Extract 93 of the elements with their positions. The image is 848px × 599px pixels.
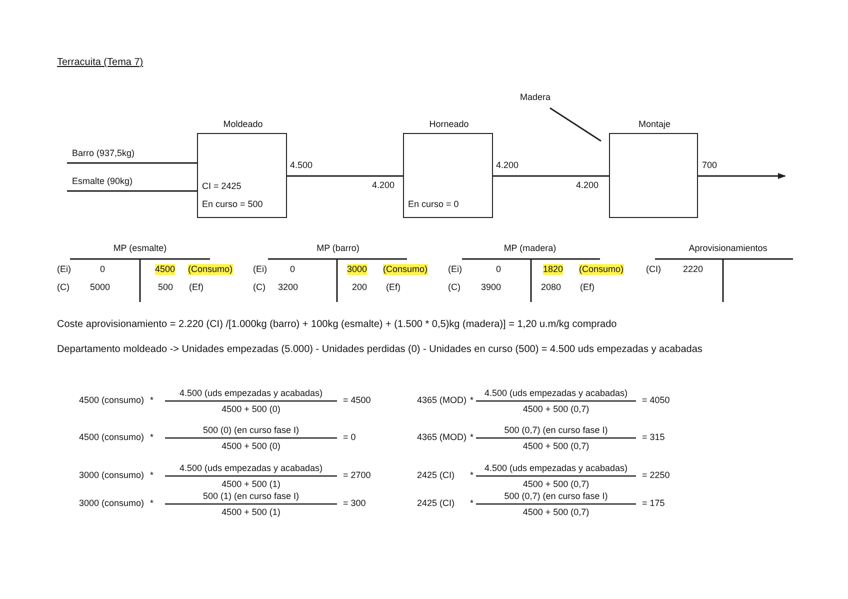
account-title: MP (esmalte) bbox=[112, 243, 168, 254]
note-text: Coste aprovisionamiento = 2.220 (CI) /[1.000kg (barro) + 100kg (esmalte) + (1.500 * 0,5)kg (madera)] = 1,20 u.m/kg comprado bbox=[57, 319, 617, 330]
account-entry: (Consumo) bbox=[579, 264, 624, 275]
edge-label: 700 bbox=[702, 160, 718, 171]
multiply-sign: * bbox=[470, 498, 474, 509]
box-heading: Montaje bbox=[637, 119, 672, 130]
formula-term: 3000 (consumo) bbox=[79, 470, 144, 481]
account-entry: (Ef) bbox=[580, 282, 594, 293]
connector-line bbox=[550, 107, 602, 142]
account-entry: 200 bbox=[352, 282, 368, 293]
formula-result: = 4500 bbox=[343, 395, 371, 406]
formula-result: = 0 bbox=[343, 432, 356, 443]
account-entry: 0 bbox=[496, 264, 502, 275]
formula-term: 4500 (consumo) bbox=[79, 432, 144, 443]
connector-line bbox=[287, 175, 403, 177]
numerator: 4.500 (uds empezadas y acabadas) bbox=[483, 388, 629, 399]
account-entry: (Ef) bbox=[386, 282, 400, 293]
formula-result: = 315 bbox=[642, 432, 665, 443]
denominator: 4500 + 500 (1) bbox=[220, 507, 282, 518]
account-entry: 0 bbox=[290, 264, 296, 275]
connector-line bbox=[67, 190, 197, 192]
numerator: 4.500 (uds empezadas y acabadas) bbox=[178, 388, 324, 399]
account-entry: 0 bbox=[100, 264, 106, 275]
page-title: Terracuita (Tema 7) bbox=[57, 57, 144, 68]
connector-line bbox=[493, 175, 609, 177]
flow-quantity: 4.200 bbox=[576, 180, 599, 191]
formula-result: = 175 bbox=[642, 498, 665, 509]
numerator: 500 (1) (en curso fase I) bbox=[202, 491, 300, 502]
account-title: MP (barro) bbox=[316, 243, 360, 254]
denominator: 4500 + 500 (0,7) bbox=[522, 441, 590, 452]
denominator: 4500 + 500 (0,7) bbox=[522, 479, 590, 490]
multiply-sign: * bbox=[150, 395, 154, 406]
formula-result: = 2250 bbox=[642, 470, 670, 481]
formula-term: 4365 (MOD) bbox=[417, 395, 467, 406]
note-text: Departamento moldeado -> Unidades empezadas (5.000) - Unidades perdidas (0) - Unidades en curso (500) = 4.500 uds empezadas y acabadas bbox=[57, 344, 702, 355]
account-title: MP (madera) bbox=[502, 243, 558, 254]
account-entry: 3000 bbox=[347, 264, 368, 275]
multiply-sign: * bbox=[470, 470, 474, 481]
formula-result: = 300 bbox=[343, 498, 366, 509]
multiply-sign: * bbox=[150, 470, 154, 481]
account-entry: (Consumo) bbox=[383, 264, 428, 275]
numerator: 4.500 (uds empezadas y acabadas) bbox=[483, 463, 629, 474]
denominator: 4500 + 500 (0) bbox=[220, 404, 282, 415]
formula-term: 3000 (consumo) bbox=[79, 498, 144, 509]
box-heading: Moldeado bbox=[222, 119, 264, 130]
account-entry: (Consumo) bbox=[188, 264, 233, 275]
account-entry: 3900 bbox=[481, 282, 502, 293]
account-entry: 1820 bbox=[543, 264, 564, 275]
account-entry: 3200 bbox=[278, 282, 298, 293]
multiply-sign: * bbox=[470, 432, 474, 443]
account-entry: (C) bbox=[253, 282, 266, 293]
numerator: 500 (0) (en curso fase I) bbox=[202, 425, 300, 436]
account-entry: 5000 bbox=[90, 282, 110, 293]
formula-term: 2425 (CI) bbox=[417, 498, 455, 509]
formula-result: = 4050 bbox=[642, 395, 670, 406]
account-entry: (C) bbox=[57, 282, 70, 293]
denominator: 4500 + 500 (0,7) bbox=[522, 404, 590, 415]
account-entry: (C) bbox=[448, 282, 460, 293]
multiply-sign: * bbox=[150, 498, 154, 509]
account-entry: 2220 bbox=[683, 264, 704, 275]
denominator: 4500 + 500 (0) bbox=[220, 441, 282, 452]
account-entry: (Ei) bbox=[57, 264, 71, 275]
account-entry: (CI) bbox=[646, 264, 661, 275]
denominator: 4500 + 500 (1) bbox=[220, 479, 282, 490]
numerator: 500 (0,7) (en curso fase I) bbox=[503, 491, 609, 502]
account-title: Aprovisionamientos bbox=[688, 243, 768, 254]
account-entry: 500 bbox=[158, 282, 174, 293]
account-entry: 4500 bbox=[155, 264, 176, 275]
account-entry: (Ei) bbox=[448, 264, 462, 275]
edge-label: 4.500 bbox=[290, 160, 313, 171]
formula-term: 2425 (CI) bbox=[417, 470, 455, 481]
box-text: En curso = 500 bbox=[202, 199, 263, 210]
arrow bbox=[698, 173, 786, 179]
box-heading: Horneado bbox=[428, 119, 470, 130]
input-label: Madera bbox=[520, 92, 560, 104]
input-label: Esmalte (90kg) bbox=[72, 176, 197, 191]
input-label: Barro (937,5kg) bbox=[72, 148, 197, 163]
numerator: 500 (0,7) (en curso fase I) bbox=[503, 425, 609, 436]
box-text: CI = 2425 bbox=[202, 181, 242, 192]
denominator: 4500 + 500 (0,7) bbox=[522, 507, 590, 518]
formula-result: = 2700 bbox=[343, 470, 371, 481]
numerator: 4.500 (uds empezadas y acabadas) bbox=[178, 463, 324, 474]
formula-term: 4365 (MOD) bbox=[417, 432, 467, 443]
formula-term: 4500 (consumo) bbox=[79, 395, 144, 406]
account-entry: (Ei) bbox=[253, 264, 267, 275]
flow-quantity: 4.200 bbox=[372, 180, 395, 191]
edge-label: 4.200 bbox=[496, 160, 519, 171]
multiply-sign: * bbox=[150, 432, 154, 443]
connector-line bbox=[67, 162, 197, 164]
account-entry: 2080 bbox=[541, 282, 562, 293]
multiply-sign: * bbox=[470, 395, 474, 406]
box-text: En curso = 0 bbox=[408, 199, 459, 210]
account-entry: (Ef) bbox=[189, 282, 204, 293]
